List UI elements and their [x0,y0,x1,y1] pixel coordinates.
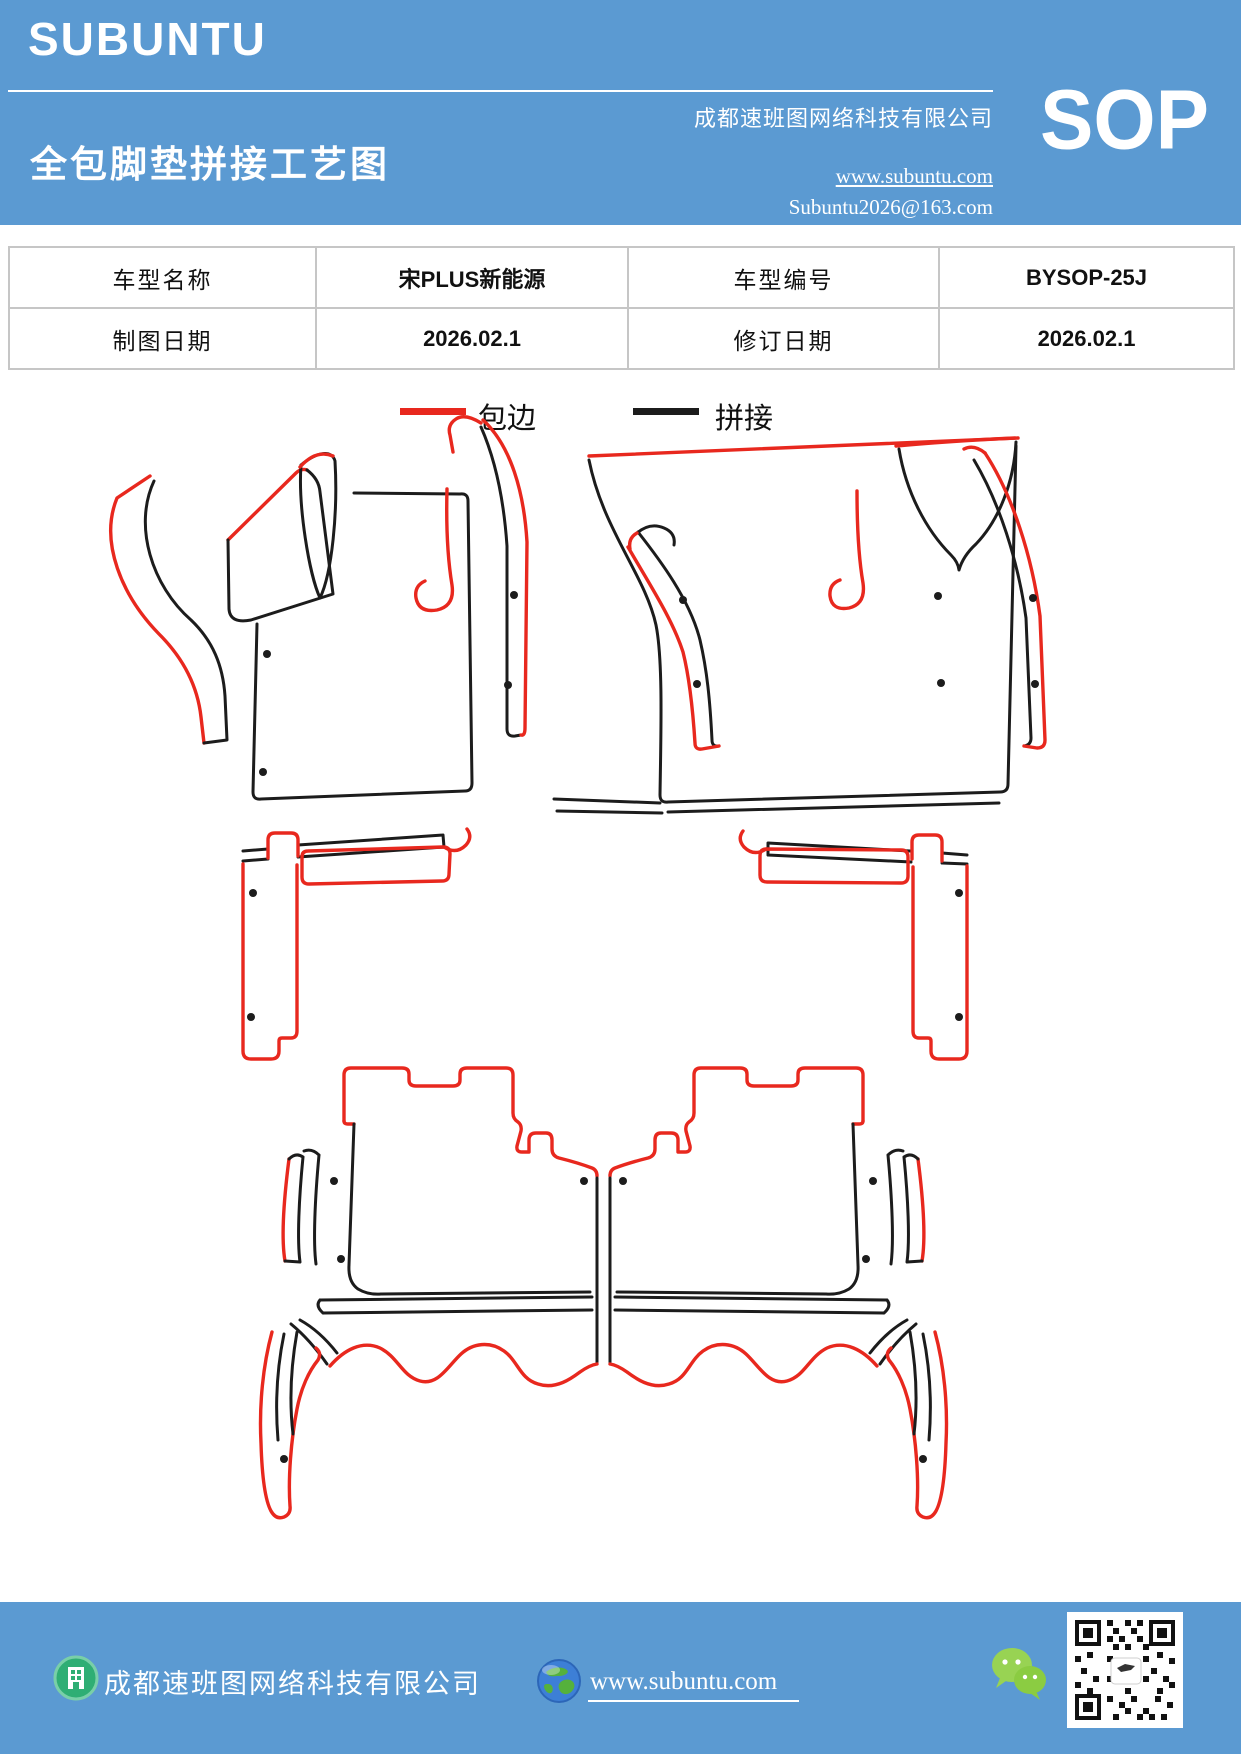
legend-splice-swatch [633,408,699,415]
draw-date-label: 制图日期 [9,308,316,369]
legend-splice-label: 拼接 [715,403,774,435]
revision-date-value: 2026.02.1 [939,308,1234,369]
revision-date-label: 修订日期 [628,308,939,369]
legend-edging-swatch [400,408,466,415]
draw-date-value: 2026.02.1 [316,308,628,369]
model-code-value: BYSOP-25J [939,247,1234,308]
header-banner: SUBUNTU 全包脚垫拼接工艺图 成都速班图网络科技有限公司 www.subu… [0,0,1241,225]
qr-code [1067,1612,1183,1728]
rear-mat-right-half [608,1066,949,1520]
brand-logo: SUBUNTU [28,13,267,65]
page-title: 全包脚垫拼接工艺图 [30,145,390,186]
header-company-name: 成都速班图网络科技有限公司 [693,106,993,131]
building-icon [53,1655,99,1701]
wechat-icon [992,1648,1046,1700]
header-email: Subuntu2026@163.com [788,195,993,219]
snap-dots-front-right [679,592,1039,1021]
legend-edging-label: 包边 [478,403,537,435]
rear-mat-left-half [258,1066,599,1520]
vehicle-info-table: 车型名称 宋PLUS新能源 车型编号 BYSOP-25J 制图日期 2026.0… [8,246,1235,370]
footer-website-link[interactable]: www.subuntu.com [588,1668,800,1702]
snap-dots-rear [280,1177,588,1463]
header-divider-line [8,90,993,92]
front-left-mat [109,415,529,1061]
model-name-label: 车型名称 [9,247,316,308]
globe-icon [537,1659,581,1703]
footer-company-name: 成都速班图网络科技有限公司 [104,1669,481,1699]
snap-dots-front-left [247,591,518,1021]
front-right-mat [552,436,1047,1061]
header-website-link[interactable]: www.subuntu.com [835,164,993,188]
sop-badge: SOP [1040,73,1209,167]
model-name-value: 宋PLUS新能源 [316,247,628,308]
footer-banner: 成都速班图网络科技有限公司 www.subuntu.com [0,1602,1241,1754]
model-code-label: 车型编号 [628,247,939,308]
